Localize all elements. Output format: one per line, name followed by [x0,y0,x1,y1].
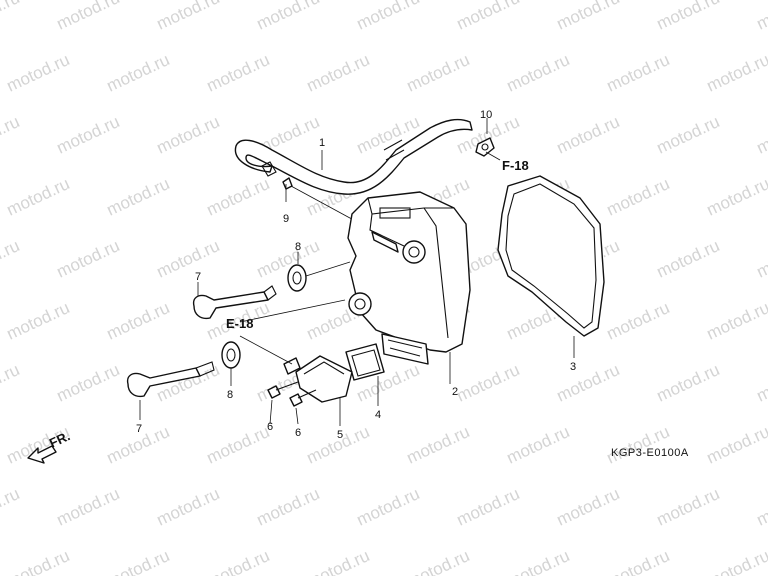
watermark-text: motod.ru [354,0,423,34]
watermark-text: motod.ru [554,484,623,530]
callout-2: 2 [452,386,458,398]
small-bolts [267,381,317,407]
watermark-text: motod.ru [754,0,768,34]
watermark-text: motod.ru [154,0,223,34]
watermark-text: motod.ru [154,112,223,158]
callout-9: 9 [283,213,289,225]
cylinder-head-cover [347,191,471,365]
callout-7a: 7 [195,271,201,283]
breather-separator [283,355,353,403]
head-cover-gasket [497,175,605,337]
callout-8a: 8 [295,241,301,253]
watermark-text: motod.ru [304,546,373,576]
breather-hose [234,118,473,195]
watermark-text: motod.ru [204,174,273,220]
watermark-text: motod.ru [554,360,623,406]
watermark-text: motod.ru [454,360,523,406]
watermark-text: motod.ru [604,298,673,344]
flange-nut [475,137,495,157]
watermark-text: motod.ru [4,546,73,576]
watermark-text: motod.ru [4,298,73,344]
watermark-text: motod.ru [554,112,623,158]
watermark-text: motod.ru [0,484,22,530]
callout-5: 5 [337,429,343,441]
leader-lines [139,118,575,426]
watermark-text: motod.ru [604,50,673,96]
watermark-text: motod.ru [104,546,173,576]
watermark-text: motod.ru [454,484,523,530]
watermark-text: motod.ru [4,50,73,96]
callout-1: 1 [319,137,325,149]
watermark-text: motod.ru [704,422,768,468]
watermark-text: motod.ru [604,174,673,220]
watermark-text: motod.ru [0,360,22,406]
watermark-text: motod.ru [654,484,723,530]
watermark-text: motod.ru [104,50,173,96]
watermark-text: motod.ru [104,298,173,344]
watermark-text: motod.ru [54,112,123,158]
watermark-text: motod.ru [654,112,723,158]
watermark-text: motod.ru [754,484,768,530]
watermark-text: motod.ru [304,50,373,96]
watermark-text: motod.ru [0,112,22,158]
callout-6a: 6 [267,421,273,433]
watermark-text: motod.ru [704,298,768,344]
watermark-text: motod.ru [754,236,768,282]
watermark-text: motod.ru [4,174,73,220]
watermark-text: motod.ru [704,546,768,576]
watermark-text: motod.ru [354,484,423,530]
watermark-text: motod.ru [754,112,768,158]
watermark-text: motod.ru [554,0,623,34]
callout-4: 4 [375,409,381,421]
watermark-text: motod.ru [454,0,523,34]
watermark-text: motod.ru [704,174,768,220]
watermark-text: motod.ru [204,546,273,576]
breather-plate [345,343,385,381]
watermark-text: motod.ru [504,546,573,576]
watermark-text: motod.ru [404,50,473,96]
watermark-text: motod.ru [0,0,22,34]
watermark-text: motod.ru [204,422,273,468]
watermark-text: motod.ru [604,546,673,576]
watermark-text: motod.ru [704,50,768,96]
watermark-text: motod.ru [0,236,22,282]
watermark-text: motod.ru [54,236,123,282]
watermark-text: motod.ru [654,236,723,282]
reference-f18: F-18 [502,158,529,173]
watermark-text: motod.ru [654,0,723,34]
watermark-text: motod.ru [154,484,223,530]
watermark-text: motod.ru [254,0,323,34]
watermark-text: motod.ru [604,422,673,468]
watermark-text: motod.ru [404,546,473,576]
callout-6b: 6 [295,427,301,439]
watermark-text: motod.ru [404,422,473,468]
watermark-text: motod.ru [754,360,768,406]
callout-8b: 8 [227,389,233,401]
callout-7b: 7 [136,423,142,435]
watermark-text: motod.ru [654,360,723,406]
watermark-text: motod.ru [204,50,273,96]
watermark-text: motod.ru [104,174,173,220]
watermark-text: motod.ru [54,360,123,406]
callout-3: 3 [570,361,576,373]
watermark-text: motod.ru [504,422,573,468]
callout-10: 10 [480,109,492,121]
watermark-text: motod.ru [54,0,123,34]
watermark-text: motod.ru [254,484,323,530]
watermark-text: motod.ru [54,484,123,530]
cover-bolts [126,285,277,398]
watermark-text: motod.ru [504,50,573,96]
reference-e18: E-18 [226,316,253,331]
diagram-code: KGP3-E0100A [611,447,689,459]
watermark-text: motod.ru [154,236,223,282]
